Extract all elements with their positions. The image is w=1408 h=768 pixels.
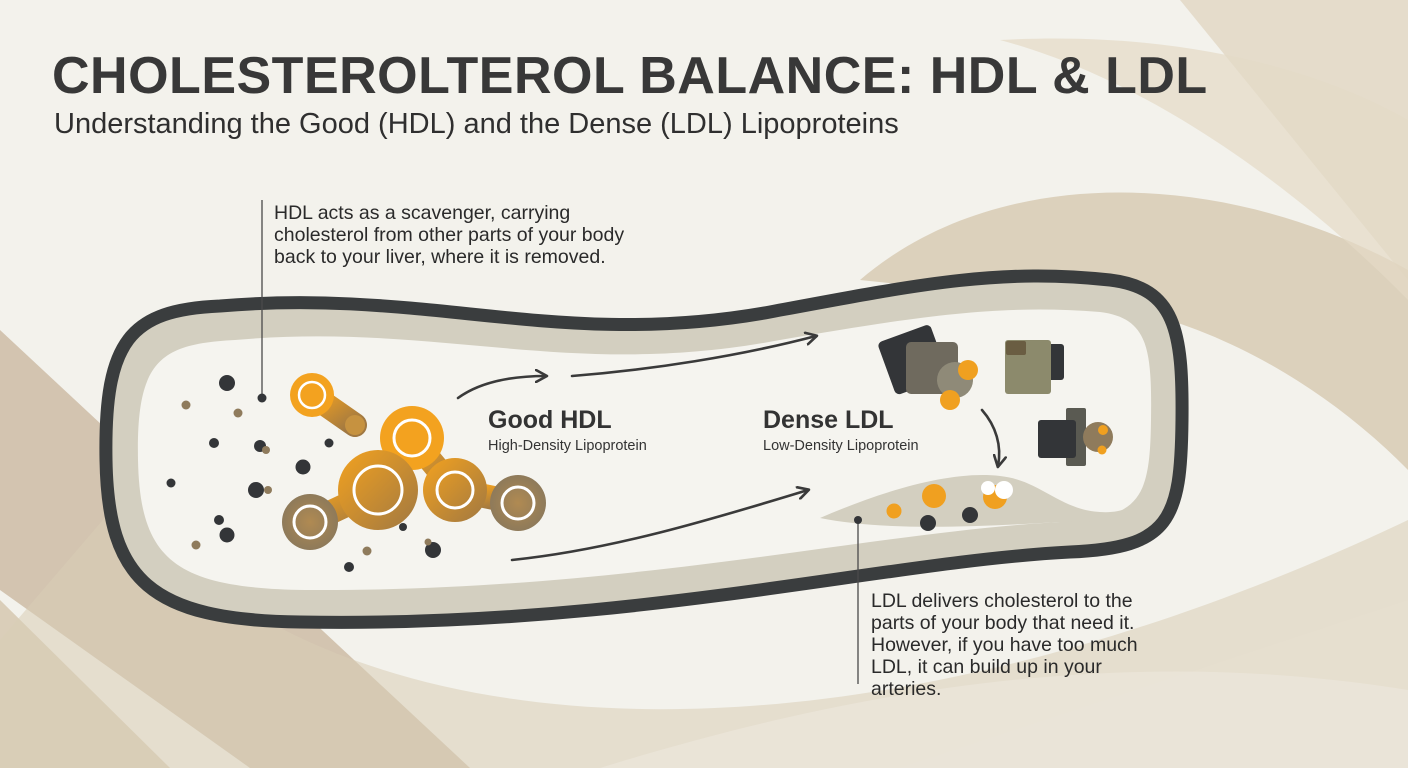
- ldl-callout-text: LDL delivers cholesterol to the parts of…: [871, 590, 1138, 700]
- callout-leader-lines: [261, 200, 859, 684]
- page-title: CHOLESTEROLTEROL BALANCE: HDL & LDL: [52, 47, 1208, 105]
- flow-arrows: [456, 336, 999, 562]
- ldl-label: Dense LDL: [763, 406, 894, 434]
- cholesterol-particles: [166, 375, 441, 572]
- plaque-deposits: [854, 481, 1013, 531]
- hdl-callout-text: HDL acts as a scavenger, carrying choles…: [274, 202, 625, 268]
- ldl-full-name: Low-Density Lipoprotein: [763, 438, 919, 454]
- ldl-particles: [878, 325, 1113, 466]
- hdl-full-name: High-Density Lipoprotein: [488, 438, 647, 454]
- page-subtitle: Understanding the Good (HDL) and the Den…: [54, 108, 899, 140]
- hdl-molecule: [282, 373, 546, 550]
- hdl-label: Good HDL: [488, 406, 612, 434]
